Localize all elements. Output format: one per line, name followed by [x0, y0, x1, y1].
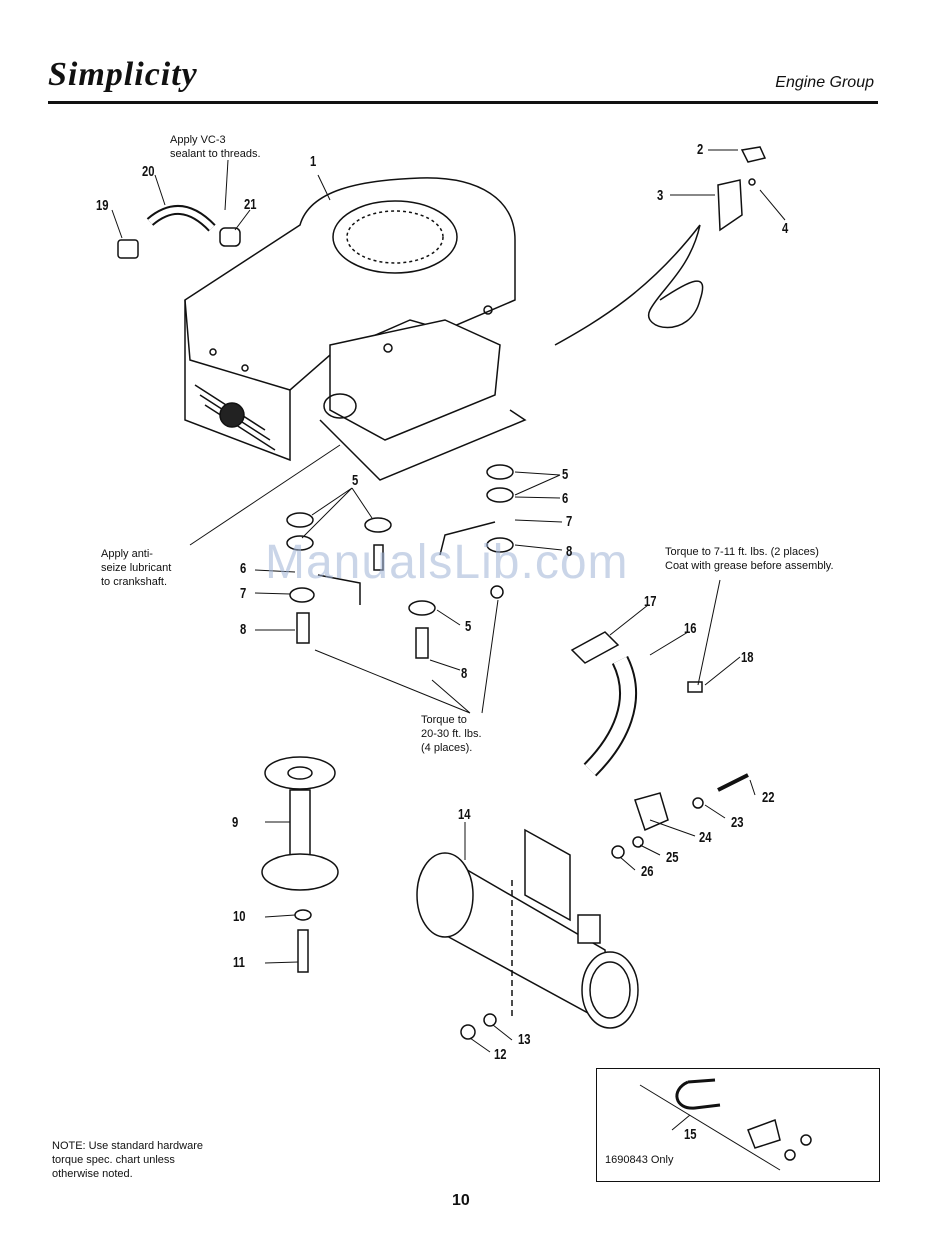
note-torque-muffler-line2: Coat with grease before assembly. [665, 560, 834, 572]
pulley-assembly [261, 756, 339, 973]
callout-8a: 8 [240, 621, 247, 638]
inset-caption: 1690843 Only [605, 1154, 674, 1166]
callout-1: 1 [310, 153, 317, 170]
fuel-fittings [117, 204, 241, 259]
note-torque-muffler: Torque to 7-11 ft. lbs. (2 places) Coat … [665, 545, 834, 573]
callout-24: 24 [699, 829, 712, 846]
note-torque-muffler-line1: Torque to 7-11 ft. lbs. (2 places) [665, 546, 819, 558]
callout-14: 14 [458, 806, 471, 823]
note-antiseize: Apply anti- seize lubricant to crankshaf… [101, 547, 171, 589]
callout-6a: 6 [240, 560, 247, 577]
callout-11: 11 [233, 954, 245, 971]
callout-8c: 8 [461, 665, 468, 682]
callout-21: 21 [244, 196, 257, 213]
watermark-text: ManualsLib.com [265, 536, 629, 589]
callout-20: 20 [142, 163, 155, 180]
footer-note-line1: NOTE: Use standard hardware [52, 1140, 204, 1152]
callout-4: 4 [782, 220, 789, 237]
callout-5a: 5 [352, 472, 359, 489]
note-antiseize-line2: seize lubricant [101, 562, 172, 574]
callout-7b: 7 [566, 513, 573, 530]
throttle-control [554, 146, 767, 346]
callout-3: 3 [657, 187, 664, 204]
note-vc3: Apply VC-3 sealant to threads. [170, 133, 261, 161]
exhaust-pipe [570, 631, 703, 777]
callout-2: 2 [697, 141, 704, 158]
callout-15: 15 [684, 1126, 697, 1143]
callout-5b: 5 [562, 466, 569, 483]
header-rule [48, 101, 878, 104]
callout-10: 10 [233, 908, 246, 925]
note-vc3-line1: Apply VC-3 [170, 134, 226, 146]
note-antiseize-line1: Apply anti- [101, 548, 153, 560]
callout-23: 23 [731, 814, 744, 831]
muffler-assembly [416, 773, 749, 1040]
page-number: 10 [452, 1192, 470, 1209]
mounting-hardware [286, 464, 514, 659]
note-torque-bolts-line1: Torque to [421, 714, 467, 726]
callout-13: 13 [518, 1031, 531, 1048]
callout-19: 19 [96, 197, 109, 214]
footer-note-line3: otherwise noted. [52, 1168, 133, 1180]
callout-6b: 6 [562, 490, 569, 507]
callout-25: 25 [666, 849, 679, 866]
callout-17: 17 [644, 593, 657, 610]
section-title: Engine Group [775, 74, 874, 91]
note-torque-bolts-line2: 20-30 ft. lbs. [421, 728, 482, 740]
footer-note-line2: torque spec. chart unless [52, 1154, 175, 1166]
callout-16: 16 [684, 620, 697, 637]
note-vc3-line2: sealant to threads. [170, 148, 261, 160]
inset-box: 1690843 Only [596, 1068, 880, 1182]
note-antiseize-line3: to crankshaft. [101, 576, 168, 588]
callout-8b: 8 [566, 543, 573, 560]
callout-18: 18 [741, 649, 754, 666]
callout-7a: 7 [240, 585, 247, 602]
callout-5c: 5 [465, 618, 472, 635]
inset-clamp-kit [639, 1078, 812, 1171]
leader-lines [111, 149, 786, 1131]
callout-26: 26 [641, 863, 654, 880]
footer-note: NOTE: Use standard hardware torque spec.… [52, 1139, 203, 1181]
callout-9: 9 [232, 814, 239, 831]
callout-12: 12 [494, 1046, 507, 1063]
brand-logo: Simplicity [48, 56, 198, 93]
note-torque-bolts-line3: (4 places). [421, 742, 473, 754]
callout-22: 22 [762, 789, 775, 806]
engine-assembly [184, 177, 527, 481]
note-torque-bolts: Torque to 20-30 ft. lbs. (4 places). [421, 713, 482, 755]
